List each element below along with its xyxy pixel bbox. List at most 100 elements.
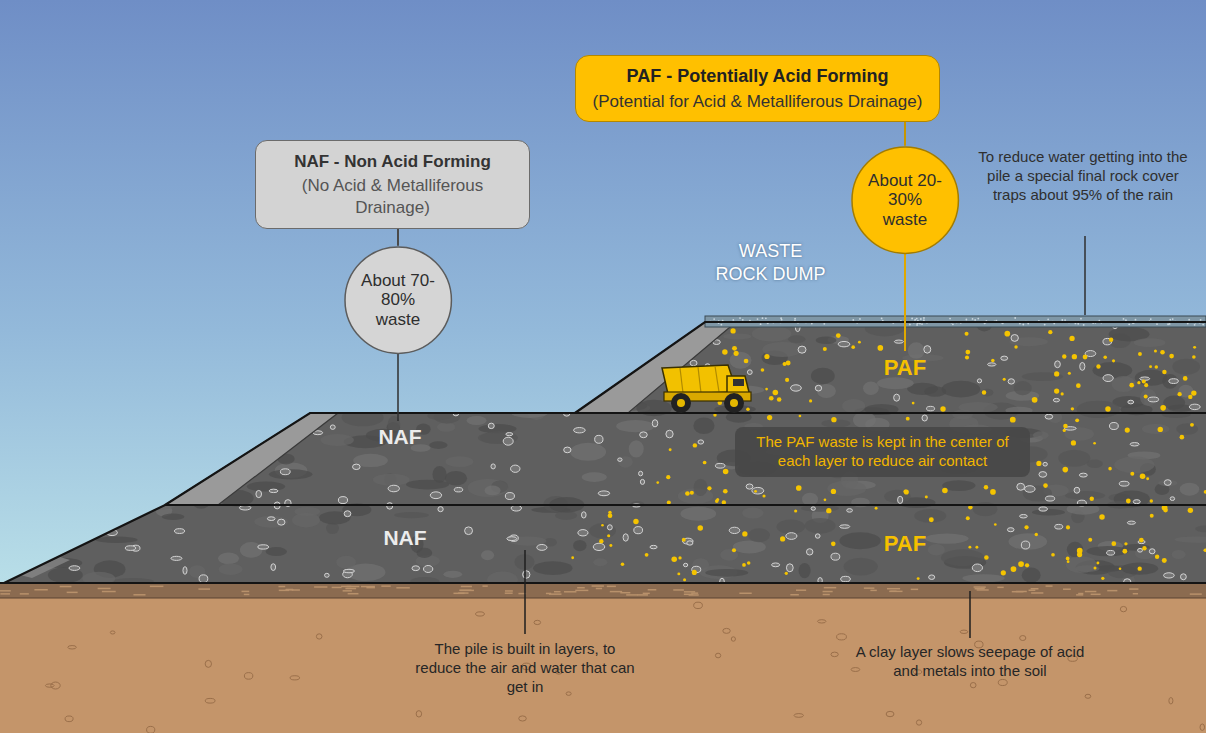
paf-particle	[1183, 376, 1188, 381]
paf-particle	[1101, 577, 1104, 580]
rock-blotch	[616, 420, 654, 432]
rock-blotch	[390, 352, 433, 363]
paf-particle	[1125, 428, 1130, 433]
rock-fragment	[1189, 404, 1200, 409]
rock-fragment	[435, 389, 447, 396]
paf-particle	[693, 443, 697, 447]
rock-blotch	[29, 417, 66, 427]
clay-dash	[626, 594, 638, 596]
rock-blotch	[266, 547, 287, 556]
rock-fragment	[491, 464, 495, 469]
paf-particle	[1146, 477, 1149, 480]
paf-particle	[904, 489, 909, 494]
rock-fragment	[1055, 524, 1063, 529]
circle-text-holder: About 70-80% waste	[344, 246, 452, 354]
rock-blotch	[693, 417, 714, 434]
soil-pebble	[694, 602, 703, 608]
rock-blotch	[61, 397, 88, 408]
rock-blotch	[247, 481, 285, 491]
rock-blotch	[199, 355, 230, 365]
paf-particle	[730, 328, 735, 333]
paf-particle	[1111, 541, 1116, 546]
paf-particle	[1109, 338, 1113, 342]
paf-placement-note: The PAF waste is kept in the center of e…	[735, 427, 1030, 477]
rock-fragment	[210, 346, 221, 349]
rock-fragment	[537, 544, 547, 550]
rock-blotch	[273, 394, 299, 405]
clay-dash	[980, 586, 986, 588]
rock-fragment	[1180, 574, 1186, 580]
clay-dash	[341, 586, 351, 588]
rock-fragment	[157, 479, 163, 485]
rock-fragment	[98, 402, 105, 409]
rock-blotch	[319, 511, 351, 524]
cover-grain	[1123, 318, 1125, 320]
clay-dash	[244, 594, 250, 596]
clay-dash	[1029, 589, 1036, 591]
rock-fragment	[924, 346, 931, 354]
rock-fragment	[1055, 361, 1061, 368]
rock-fragment	[465, 527, 473, 535]
rock-fragment	[752, 487, 764, 494]
circle-shape	[345, 247, 451, 353]
rock-blotch	[589, 523, 616, 538]
paf-particle	[1158, 427, 1163, 432]
rock-blotch	[200, 453, 218, 459]
rock-blotch	[250, 325, 286, 331]
share-text: About 70-80% waste	[361, 271, 435, 330]
soil-pebble	[244, 673, 252, 680]
cover-grain	[1044, 324, 1046, 326]
rock-blotch	[348, 343, 370, 361]
clay-dash	[575, 590, 588, 592]
clay-dash	[345, 588, 356, 590]
paf-particle	[742, 531, 747, 536]
rock-blotch	[925, 533, 969, 543]
paf-particle	[761, 368, 765, 372]
rock-fragment	[1045, 496, 1054, 501]
rock-blotch	[474, 319, 505, 331]
paf-particle	[1193, 346, 1196, 349]
rock-fragment	[171, 556, 182, 560]
paf-particle	[1063, 424, 1068, 429]
paf-particle	[831, 417, 836, 422]
soil-pebble	[476, 612, 485, 616]
rock-fragment	[1020, 514, 1028, 518]
rock-fragment	[523, 571, 530, 578]
paf-particle	[1129, 383, 1134, 388]
rock-blotch	[145, 390, 185, 405]
paf-particle	[669, 448, 672, 451]
clay-dash	[977, 589, 989, 591]
paf-particle	[786, 361, 791, 366]
rock-fragment	[831, 553, 840, 560]
clay-dash	[286, 589, 294, 591]
soil-pebble	[1020, 636, 1026, 641]
rock-fragment	[786, 564, 793, 572]
cover-grain	[732, 319, 734, 321]
soil-pebble	[566, 692, 571, 695]
paf-particle	[836, 333, 841, 338]
leader-line	[969, 591, 971, 638]
cover-grain	[1150, 318, 1152, 320]
rock-blotch	[571, 323, 597, 339]
paf-info-box: PAF - Potentially Acid Forming(Potential…	[575, 55, 940, 122]
clay-dash	[610, 591, 622, 593]
cover-grain	[1077, 323, 1079, 325]
cover-grain	[921, 323, 923, 325]
rock-blotch	[95, 431, 121, 449]
paf-share-circle: About 20-30% waste	[851, 146, 959, 254]
rock-fragment	[623, 534, 628, 541]
rock-fragment	[1169, 379, 1178, 384]
rock-fragment	[361, 387, 367, 393]
paf-particle	[1067, 560, 1070, 563]
paf-particle	[769, 396, 774, 401]
rock-blotch	[1065, 491, 1105, 500]
layer-note: The pile is built in layers, to reduce t…	[410, 640, 640, 696]
rock-blotch	[1134, 338, 1166, 347]
clay-dash	[889, 591, 902, 593]
rock-blotch	[164, 463, 179, 471]
box-heading: NAF - Non Acid Forming	[268, 151, 517, 172]
clay-dash	[974, 586, 981, 588]
box-heading: PAF - Potentially Acid Forming	[588, 65, 927, 88]
rock-blotch	[1022, 568, 1041, 583]
paf-particle	[831, 489, 836, 494]
